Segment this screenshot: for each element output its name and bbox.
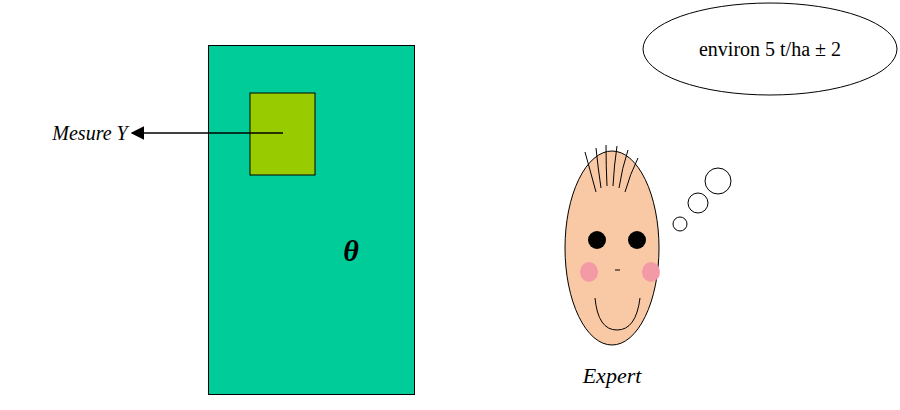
expert-label: Expert <box>552 362 672 391</box>
theta-symbol: θ <box>343 233 359 269</box>
sample-plot <box>250 93 315 175</box>
measure-label: Mesure Y <box>52 120 128 146</box>
field-fill <box>208 45 415 395</box>
thought-bubble: environ 5 t/ha ± 2 <box>642 2 898 96</box>
thought-dots <box>673 168 731 231</box>
field-plot: θ <box>208 45 415 395</box>
estimate-text: environ 5 t/ha ± 2 <box>699 37 841 61</box>
expert-face <box>565 145 660 345</box>
